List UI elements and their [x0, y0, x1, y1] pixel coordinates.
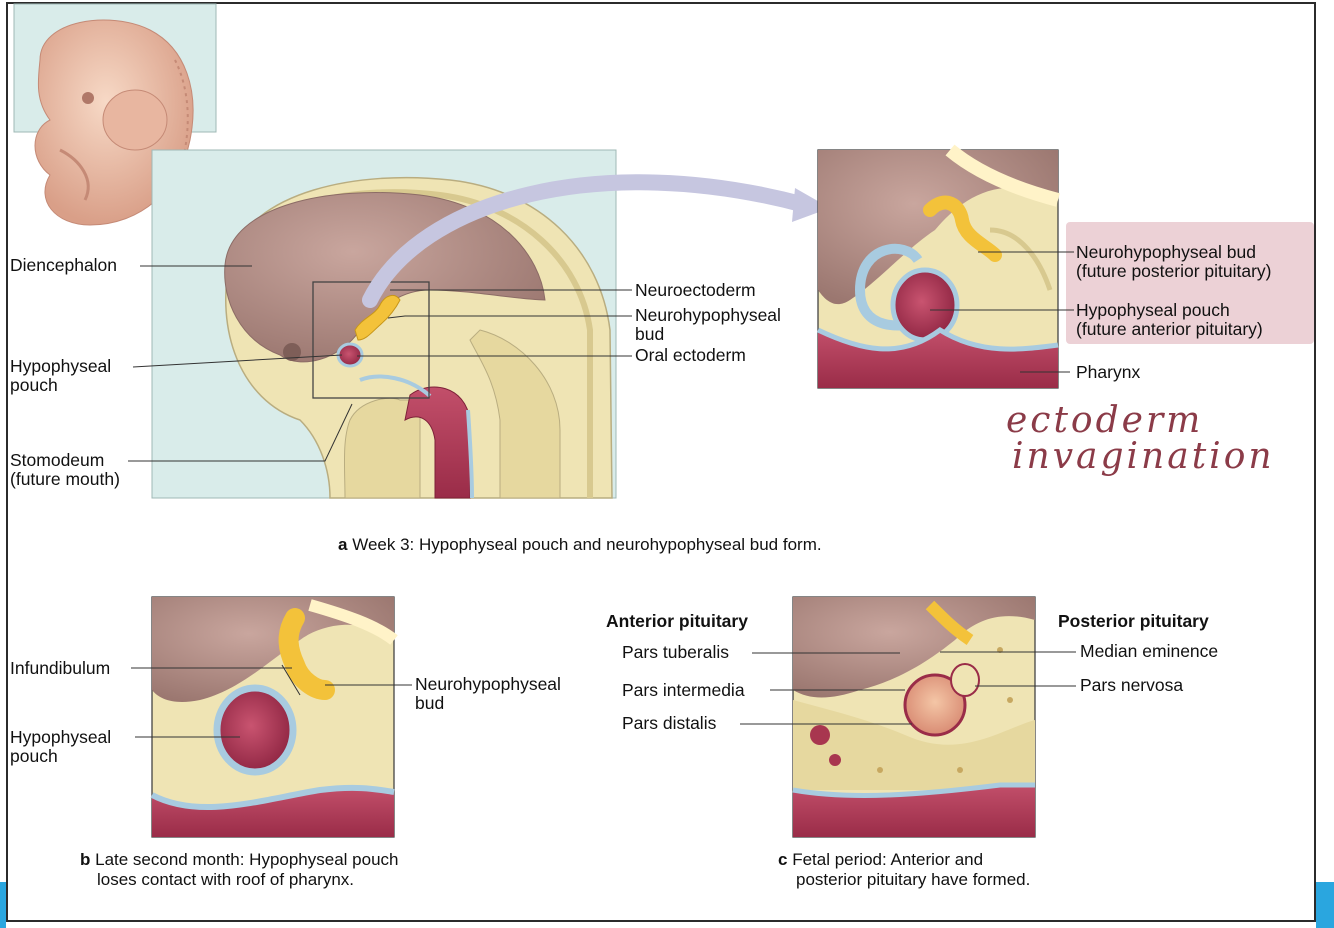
- handwritten-note-line2: invagination: [1012, 436, 1275, 477]
- handwritten-highlight: [1066, 222, 1314, 344]
- panel-a-zoom-section: [816, 144, 1060, 389]
- label-infundibulum: Infundibulum: [10, 658, 111, 678]
- leader-lines: [128, 251, 1076, 738]
- label-zoom-hypo-pouch-1: Hypophyseal pouch: [1076, 300, 1230, 320]
- caption-a-text: Week 3: Hypophyseal pouch and neurohypop…: [352, 535, 822, 554]
- label-hypophyseal-pouch-a1: Hypophyseal: [10, 356, 112, 376]
- caption-a-letter: a: [338, 535, 348, 554]
- caption-b-text-1: Late second month: Hypophyseal pouch: [95, 850, 399, 869]
- label-hypophyseal-b1: Hypophyseal: [10, 727, 112, 747]
- label-zoom-neuro-bud-1: Neurohypophyseal bud: [1076, 242, 1256, 262]
- slide-accent-left: [0, 882, 6, 928]
- label-neurohypophyseal-a2: bud: [635, 324, 665, 344]
- slide-accent-right: [1316, 882, 1334, 928]
- label-oral-ectoderm: Oral ectoderm: [635, 345, 746, 365]
- label-neuro-bud-b2: bud: [415, 693, 445, 713]
- label-pars-intermedia: Pars intermedia: [622, 680, 745, 700]
- label-stomodeum-2: (future mouth): [10, 469, 120, 489]
- label-pars-nervosa: Pars nervosa: [1080, 675, 1184, 695]
- label-hypophyseal-pouch-a2: pouch: [10, 375, 58, 395]
- caption-b-line1: b Late second month: Hypophyseal pouch: [80, 850, 399, 870]
- label-diencephalon: Diencephalon: [10, 255, 118, 275]
- zoom-arrow-head: [792, 188, 830, 222]
- label-pars-distalis: Pars distalis: [622, 713, 717, 733]
- embryo-thumbnail: [13, 3, 217, 226]
- zoom-arrow: [362, 174, 813, 308]
- label-median-eminence: Median eminence: [1080, 641, 1219, 661]
- label-neurohypophyseal-a1: Neurohypophyseal: [635, 305, 781, 325]
- label-stomodeum-1: Stomodeum: [10, 450, 105, 470]
- caption-c-line1: c Fetal period: Anterior and: [778, 850, 983, 870]
- label-neuroectoderm: Neuroectoderm: [635, 280, 756, 300]
- caption-b-text-2: loses contact with roof of pharynx.: [97, 870, 355, 889]
- heading-posterior-pituitary: Posterior pituitary: [1058, 611, 1209, 631]
- handwritten-note-line1: ectoderm: [1006, 400, 1204, 441]
- heading-anterior-pituitary: Anterior pituitary: [606, 611, 748, 631]
- caption-c-letter: c: [778, 850, 788, 869]
- label-pars-tuberalis: Pars tuberalis: [622, 642, 729, 662]
- caption-c-text-1: Fetal period: Anterior and: [792, 850, 984, 869]
- panel-b-section: [150, 596, 398, 838]
- label-neuro-bud-b1: Neurohypophyseal: [415, 674, 561, 694]
- label-zoom-pharynx: Pharynx: [1076, 362, 1141, 382]
- caption-c-text-2: posterior pituitary have formed.: [796, 870, 1031, 889]
- label-zoom-hypo-pouch-2: (future anterior pituitary): [1076, 319, 1263, 339]
- label-zoom-neuro-bud-2: (future posterior pituitary): [1076, 261, 1272, 281]
- caption-b-letter: b: [80, 850, 91, 869]
- label-hypophyseal-b2: pouch: [10, 746, 58, 766]
- caption-a: a Week 3: Hypophyseal pouch and neurohyp…: [338, 535, 822, 555]
- panel-a-section: [151, 149, 617, 499]
- panel-c-section: [792, 596, 1036, 838]
